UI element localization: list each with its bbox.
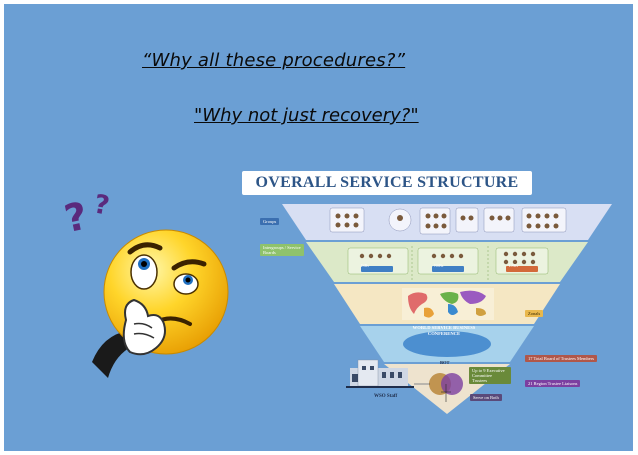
thinking-face-icon: ? ? xyxy=(64,192,229,378)
question-recovery: "Why not just recovery?" xyxy=(194,105,419,126)
tag-intergroups: Intergroups / Service Boards xyxy=(260,244,304,256)
slide: “Why all these procedures?” "Why not jus… xyxy=(4,4,633,451)
building-icon xyxy=(346,359,414,388)
tag-groups: Groups xyxy=(260,218,280,225)
people-heads xyxy=(335,213,559,229)
isb-mid-label: NSBs xyxy=(434,263,444,268)
tag-bot-total: 17 Total Board of Trustees Members xyxy=(525,355,597,362)
svg-text:?: ? xyxy=(64,194,91,242)
wsbc-label: WORLD SERVICE BUSINESS CONFERENCE xyxy=(412,325,476,336)
tag-region-liaisons: 21 Region Trustee Liaisons xyxy=(525,380,581,387)
svg-text:?: ? xyxy=(92,192,112,222)
wso-staff-label: WSO Staff xyxy=(374,394,398,399)
tag-executive-committee: Up to 9 Executive Committee Trustees xyxy=(469,367,511,384)
wsbc-ellipse xyxy=(403,331,491,357)
diagram-title-banner: OVERALL SERVICE STRUCTURE xyxy=(242,171,532,195)
isb-left-label: ISBs xyxy=(361,263,369,268)
tag-serve-on-both: Serve on Both xyxy=(470,394,502,401)
question-mark-icon: ? ? xyxy=(64,192,112,241)
isb-right-label: LSBs xyxy=(509,263,518,268)
question-procedures: “Why all these procedures?” xyxy=(142,50,406,71)
bot-venn xyxy=(429,373,463,402)
service-structure-pyramid xyxy=(282,204,612,414)
bot-label: BOT xyxy=(440,360,450,365)
diagram-title: OVERALL SERVICE STRUCTURE xyxy=(255,174,519,191)
tag-zonals: Zonals xyxy=(525,310,544,317)
world-map-icon xyxy=(402,288,494,320)
